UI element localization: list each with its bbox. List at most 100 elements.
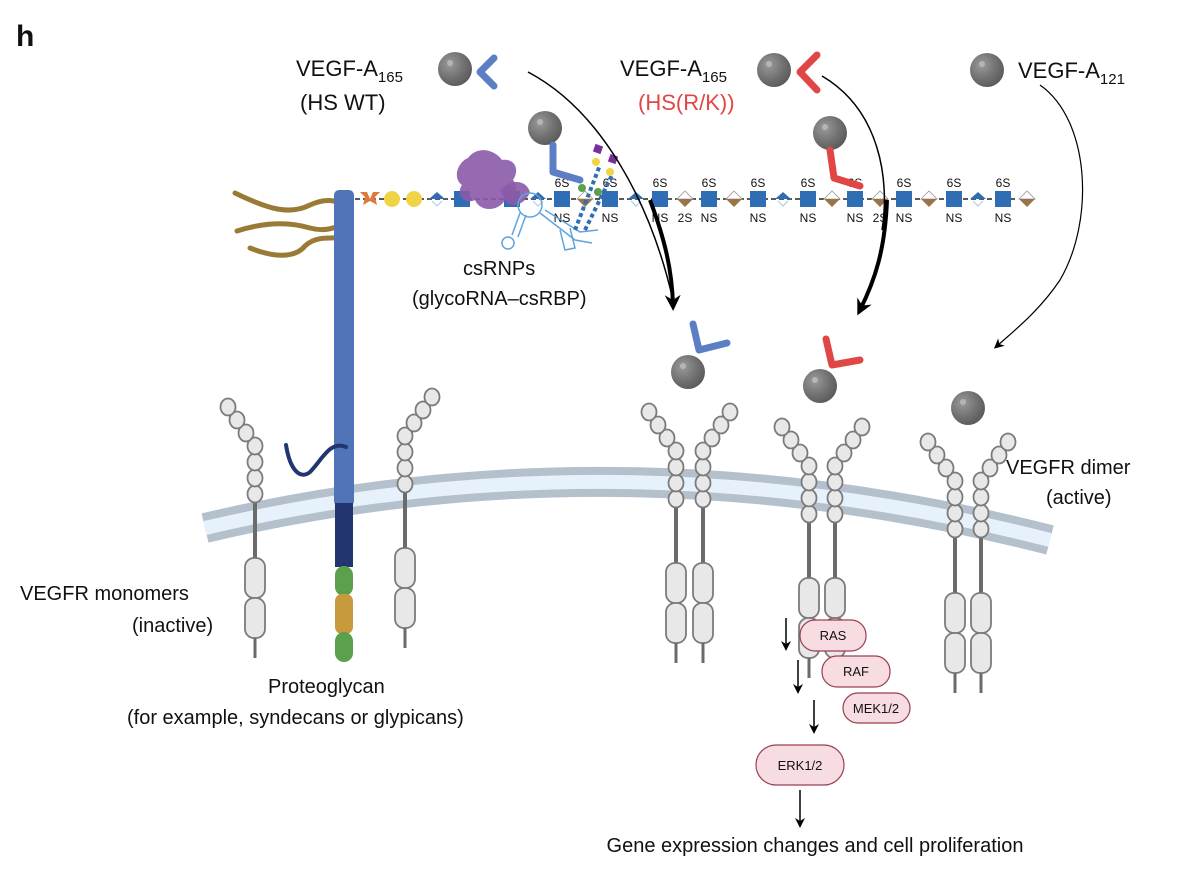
legend-variant: (HS(R/K)) [638, 90, 735, 115]
dimer-label: VEGFR dimer [1006, 457, 1131, 479]
glcnac-square [602, 191, 618, 207]
galactose [406, 191, 422, 207]
vegfr-monomer [219, 397, 266, 658]
kinase-ras: RAS [799, 619, 867, 652]
glca-diamond [823, 190, 841, 200]
galactose [384, 191, 400, 207]
glca-diamond [871, 190, 889, 200]
dimer-ligand-121 [951, 391, 985, 425]
lipid-tail [247, 235, 348, 258]
vegfr-monomer [394, 387, 441, 648]
glcnac-square [652, 191, 668, 207]
lipid-tail [232, 190, 348, 213]
sulfation-label: NS [750, 211, 767, 225]
legend-vegf165-rk: VEGF-A165 (HS(R/K)) [620, 51, 821, 115]
kinase-mek: MEK1/2 [842, 692, 911, 724]
glca-diamond [920, 190, 938, 200]
legend-label: VEGF-A121 [1018, 58, 1125, 88]
sulfation-label: NS [554, 211, 571, 225]
dimer-sublabel: (active) [1046, 487, 1112, 509]
heparin-binding-domain-rk-icon [796, 51, 821, 94]
glca-diamond [1018, 190, 1036, 200]
glcnac-square [995, 191, 1011, 207]
legend-label: VEGF-A165 [620, 56, 727, 86]
legend-vegf165-wt: VEGF-A165 (HS WT) [296, 52, 498, 115]
glcnac-square [946, 191, 962, 207]
sulfation-6s-label: 6S [801, 176, 816, 190]
vegf-ligand-icon [970, 53, 1004, 87]
legend-vegf121: VEGF-A121 [970, 53, 1125, 88]
sulfation-label: NS [946, 211, 963, 225]
legend-variant: (HS WT) [300, 90, 386, 115]
core-protein [334, 190, 354, 506]
svg-text:RAF: RAF [843, 664, 869, 679]
arrow-wt-to-receptor [648, 199, 681, 311]
sulfation-label: 2S [678, 211, 693, 225]
monomer-label: VEGFR monomers [20, 583, 189, 605]
arrow-121-to-receptor [994, 84, 1084, 349]
sulfation-6s-label: 6S [653, 176, 668, 190]
vegfr-dimer-right [970, 432, 1017, 693]
sulfation-6s-label: 6S [897, 176, 912, 190]
sulfation-label: NS [995, 211, 1012, 225]
bound-vegf-rk [813, 116, 864, 190]
sulfation-label: NS [896, 211, 913, 225]
vegfr-dimer-right [824, 417, 871, 678]
dimer-ligand-wt [671, 320, 731, 389]
kinase-raf: RAF [821, 655, 891, 688]
bound-vegf-wt [528, 111, 584, 184]
transmembrane-segment [335, 503, 353, 567]
panel-label: h [16, 20, 34, 53]
sulfation-6s-label: 6S [603, 176, 618, 190]
sulfation-6s-label: 6S [751, 176, 766, 190]
glycorna-strand [284, 443, 348, 477]
sulfation-6s-label: 6S [996, 176, 1011, 190]
proteoglycan-sublabel: (for example, syndecans or glypicans) [127, 707, 464, 729]
csrnp-sublabel: (glycoRNA–csRBP) [412, 288, 586, 310]
vegf-ligand-icon [757, 53, 791, 87]
glcnac-square [896, 191, 912, 207]
sulfation-6s-label: 6S [555, 176, 570, 190]
sulfation-label: NS [800, 211, 817, 225]
iduA-triangle [429, 192, 445, 199]
sulfation-label: NS [602, 211, 619, 225]
iduA-triangle [970, 192, 986, 199]
arrow-rk-to-receptor [857, 199, 889, 316]
csrnp-label: csRNPs [463, 258, 535, 280]
sulfation-6s-label: 6S [947, 176, 962, 190]
vegfr-receptors [219, 387, 1017, 693]
svg-text:MEK1/2: MEK1/2 [853, 701, 899, 716]
svg-text:RAS: RAS [820, 628, 847, 643]
kinase-erk: ERK1/2 [755, 744, 845, 786]
pathway-outcome: Gene expression changes and cell prolife… [607, 835, 1024, 857]
lipid-tail [234, 220, 348, 234]
heparin-binding-domain-wt-icon [476, 54, 498, 90]
cell-membrane [201, 466, 1054, 555]
glca-diamond [725, 190, 743, 200]
svg-text:ERK1/2: ERK1/2 [778, 758, 823, 773]
sulfation-label: NS [701, 211, 718, 225]
glycorna-structure [501, 192, 599, 251]
vegfr-dimer-left [919, 432, 966, 693]
glcnac-square [750, 191, 766, 207]
monomer-sublabel: (inactive) [132, 615, 213, 637]
glcnac-square [554, 191, 570, 207]
glycorna-glycan [573, 143, 619, 231]
vegf-ligand-icon [438, 52, 472, 86]
signaling-pathway: RAS RAF MEK1/2 ERK1/2 Gene expression ch… [607, 618, 1024, 857]
proteoglycan [232, 190, 354, 662]
vegfr-dimer-left [640, 402, 687, 663]
csrbp-protein [456, 150, 530, 209]
sulfation-6s-label: 6S [702, 176, 717, 190]
arrow-wt-release [527, 71, 674, 301]
glca-diamond [676, 190, 694, 200]
glcnac-square [800, 191, 816, 207]
legend-label: VEGF-A165 [296, 56, 403, 86]
dimer-ligand-rk [803, 335, 864, 403]
glcnac-square [847, 191, 863, 207]
sulfation-label: NS [847, 211, 864, 225]
glcnac-square [701, 191, 717, 207]
xylose-star [360, 192, 380, 205]
iduA-triangle [775, 192, 791, 199]
